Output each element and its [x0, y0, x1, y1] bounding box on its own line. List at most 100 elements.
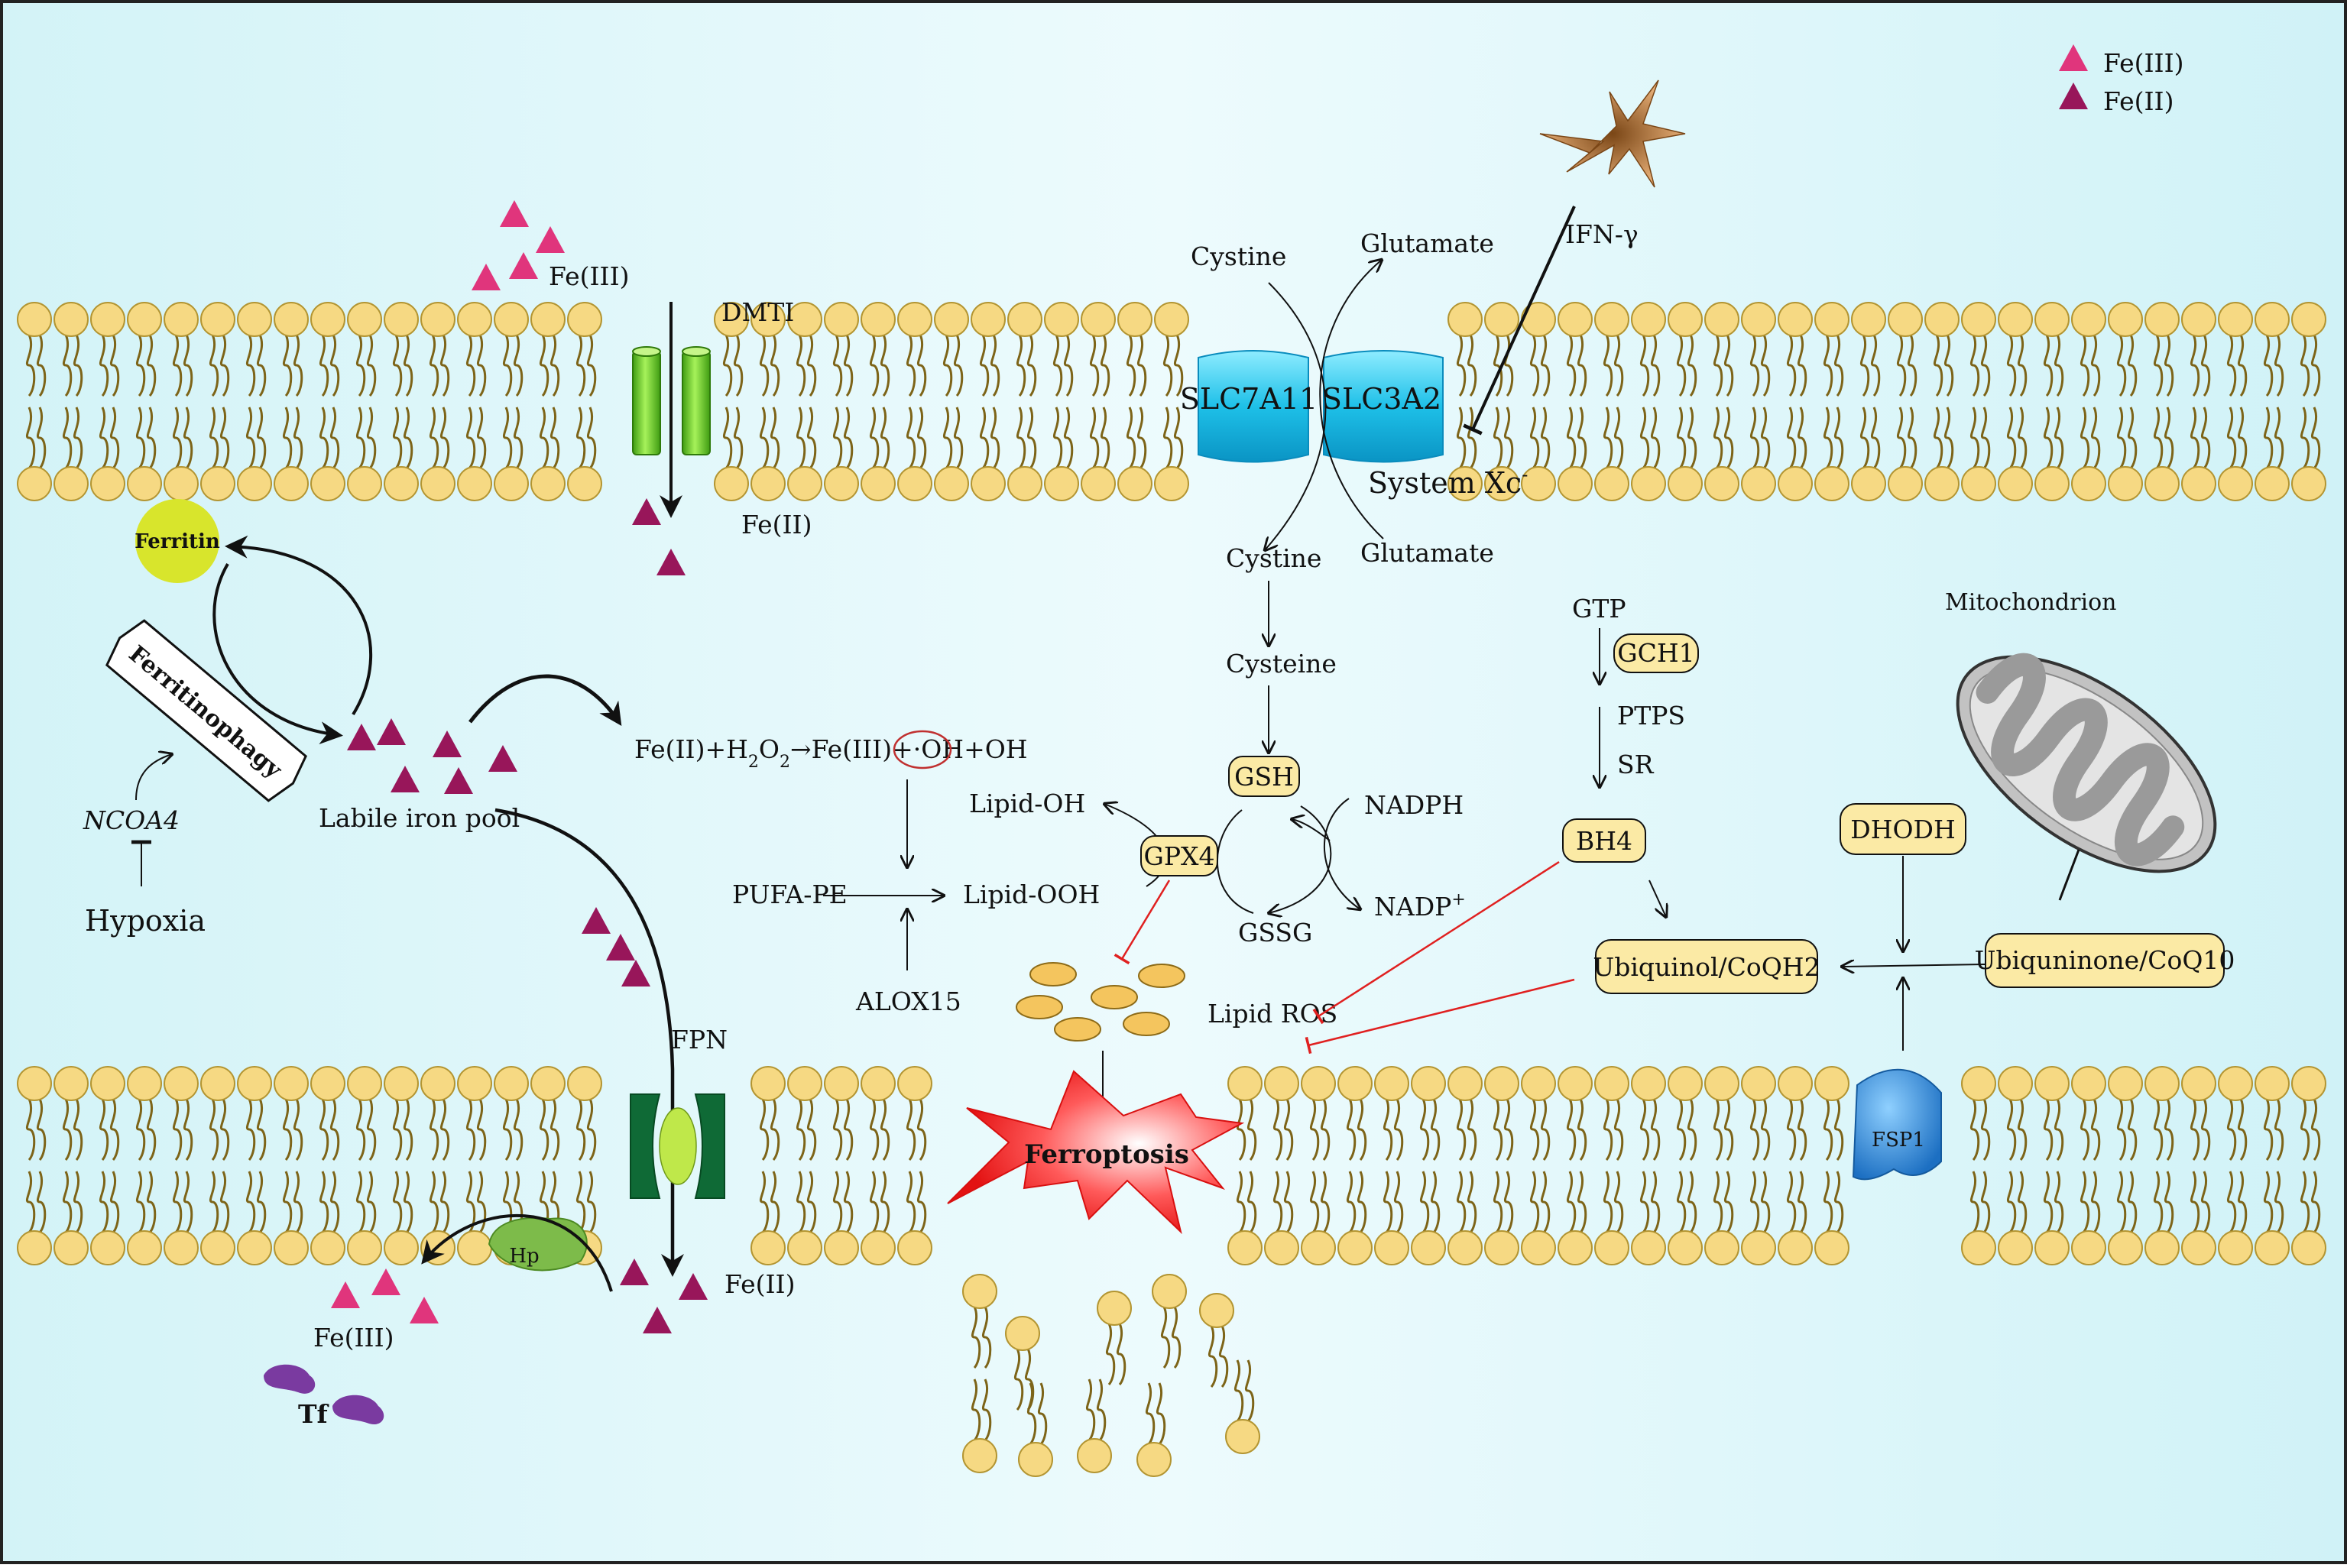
lipid-tail [1089, 407, 1100, 470]
lipid-head [200, 302, 235, 337]
lipid-head [1704, 466, 1739, 501]
lipid-tail [2116, 407, 2127, 470]
slc3a2-label: SLC3A2 [1322, 382, 1441, 416]
lipid-tail [1096, 1378, 1107, 1442]
lipid-head [1136, 1442, 1172, 1477]
lipid-head [897, 1066, 932, 1101]
lipid-tail [2153, 407, 2164, 470]
lipid-tail [1577, 1171, 1587, 1234]
lipid-tail [2127, 334, 2138, 397]
lipid-head [310, 1066, 345, 1101]
transferrin-shape-2 [332, 1395, 384, 1424]
lipid-head [1998, 466, 2033, 501]
lipid-head [1594, 1066, 1629, 1101]
lipid-tail [1760, 1098, 1771, 1161]
mitochondrion-cristae [1976, 653, 2185, 867]
lipid-tail [1833, 407, 1844, 470]
lipid-tail [2274, 334, 2284, 397]
lipid-head [1005, 1316, 1040, 1351]
gpx4-label: GPX4 [1143, 841, 1214, 871]
lipid-tail [843, 1098, 854, 1161]
lipid-head [1778, 1230, 1813, 1265]
lipid-tail [916, 1171, 927, 1234]
lipid-tail [1786, 334, 1797, 397]
lipid-head [861, 1066, 896, 1101]
lipid-tail [770, 1098, 780, 1161]
lipid-tail [2054, 334, 2064, 397]
lipid-head [1447, 302, 1483, 337]
lipid-ros-particle [1091, 985, 1138, 1009]
lipid-tail [245, 1098, 256, 1161]
lipid-tail [355, 334, 366, 397]
lipid-tail [539, 1098, 549, 1161]
lipid-tail [1933, 407, 1943, 470]
lipid-tail [1529, 1171, 1540, 1234]
lipid-head [1081, 466, 1116, 501]
lipid-tail [1639, 1171, 1650, 1234]
lipid-head [1044, 302, 1079, 337]
lipid-tail [62, 1171, 73, 1234]
lipid-head [787, 1066, 822, 1101]
nadph-reduces-gssg-arrow [1292, 819, 1331, 841]
lipid-head [1631, 1230, 1666, 1265]
lipid-head [347, 1066, 382, 1101]
lipid-tail [109, 1171, 120, 1234]
lipid-tail [293, 407, 303, 470]
lipid-tail [2164, 1171, 2174, 1234]
lipid-tail [219, 1098, 230, 1161]
lipid-head [861, 1230, 896, 1265]
lipid-head [53, 466, 89, 501]
lipid-tail [869, 334, 880, 397]
alox15-label: ALOX15 [855, 986, 961, 1016]
lipid-tail [62, 407, 73, 470]
lipid-head [1411, 1066, 1446, 1101]
lipid-head [2144, 1230, 2180, 1265]
lipid-tail [1676, 407, 1687, 470]
lipid-head [934, 466, 969, 501]
lipid-head [1594, 466, 1629, 501]
bh4-inhibits-lipid-ros [1312, 860, 1560, 1025]
lipid-tail [2226, 1171, 2237, 1234]
lipid-head [1521, 1230, 1556, 1265]
lipid-tail [183, 407, 193, 470]
lipid-tail [869, 407, 880, 470]
lipid-tail [2116, 1098, 2127, 1161]
lipid-tail [2127, 1171, 2138, 1234]
lipid-tail [2274, 1098, 2284, 1161]
lipid-tail [1346, 1171, 1357, 1234]
lipid-tail [1173, 334, 1184, 397]
lipid-head [861, 302, 896, 337]
lipid-tail [806, 1171, 817, 1234]
lipid-head [127, 466, 162, 501]
lipid-head [310, 302, 345, 337]
lipid-tail [1467, 334, 1477, 397]
lipid-tail [476, 407, 487, 470]
lipid-head [934, 302, 969, 337]
lipid-tail [549, 407, 560, 470]
lipid-head [310, 1230, 345, 1265]
lipid-tail [1896, 334, 1907, 397]
gpx4-inhibits-lipid-ros [1114, 880, 1171, 965]
lipid-tail [1980, 334, 1991, 397]
lipid-head [1594, 1230, 1629, 1265]
lipid-tail [109, 407, 120, 470]
lipid-tail [759, 1171, 770, 1234]
lipid-tail [1540, 1171, 1551, 1234]
lipid-tail [2200, 1171, 2211, 1234]
lipid-tail [1456, 1171, 1467, 1234]
hp-oxidation-arrow [421, 1213, 613, 1292]
lipid-tail [366, 334, 377, 397]
lipid-head [347, 1230, 382, 1265]
lipid-tail [36, 1171, 47, 1234]
lipid-tail [1540, 334, 1551, 397]
ubiquinone-box [1985, 933, 2225, 988]
lipid-head [2071, 1066, 2106, 1101]
lipid-head [1704, 302, 1739, 337]
lipid-tail [1493, 334, 1503, 397]
lipid-tail [1969, 1098, 1980, 1161]
lipid-head [1301, 1066, 1336, 1101]
lipid-head [457, 302, 492, 337]
lipid-tail [880, 407, 890, 470]
lipid-tail [981, 1306, 992, 1369]
lipid-head [310, 466, 345, 501]
